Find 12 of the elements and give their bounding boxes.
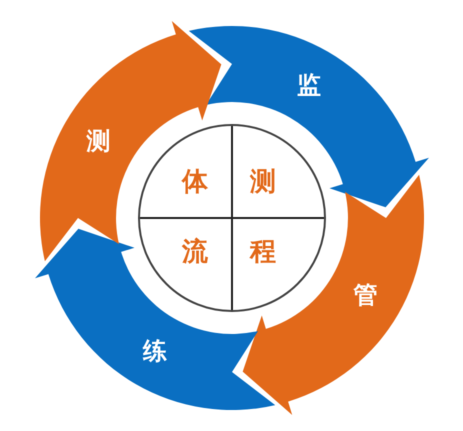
cycle-arrow [40,21,222,262]
arrow-label: 测 [86,128,111,154]
quadrant-label: 流 [182,238,208,266]
arrow-label: 练 [143,338,167,364]
quadrant-label: 体 [182,168,208,196]
arrow-label: 监 [297,72,321,98]
cycle-arrow [242,174,424,415]
arrow-label: 管 [353,282,378,308]
cycle-arrow [35,228,276,410]
quadrant-label: 测 [250,168,276,196]
cycle-arrow [188,26,429,208]
quadrant-label: 程 [250,238,276,266]
